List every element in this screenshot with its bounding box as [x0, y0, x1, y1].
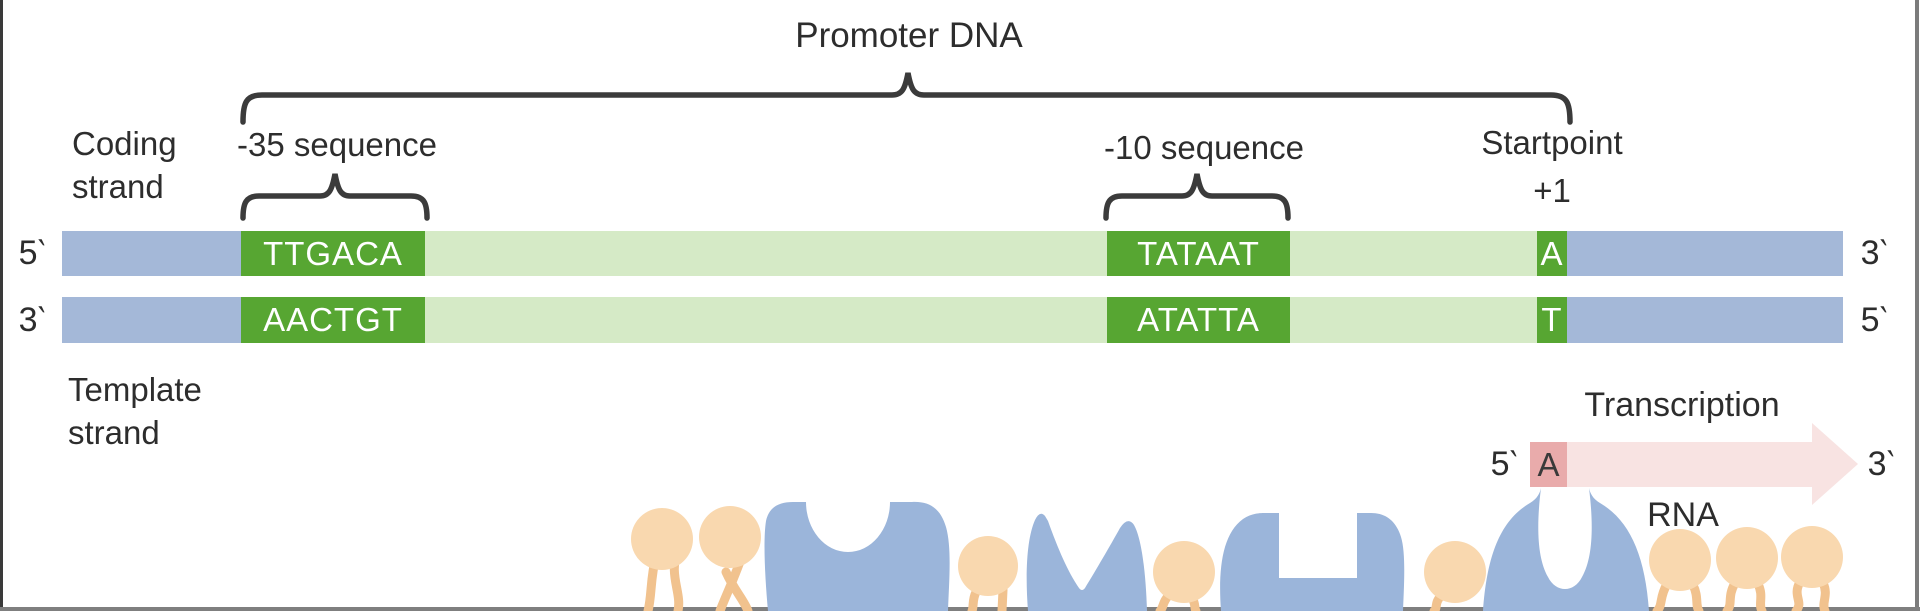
protein-circle — [1781, 526, 1843, 588]
protein-stem — [669, 545, 684, 611]
coding-promoter-segment — [425, 231, 1107, 276]
transcription-arrow-body — [1567, 442, 1812, 487]
protein-circle — [1716, 527, 1778, 589]
coding-promoter-segment2 — [1290, 231, 1537, 276]
minus35-sequence-label: -35 sequence — [237, 126, 437, 163]
minus35-brace — [240, 173, 430, 221]
protein-stem — [715, 545, 749, 611]
template-downstream-segment — [1567, 297, 1843, 343]
coding-strand-bar: TTGACA TATAAT A — [62, 231, 1843, 276]
coding-startpoint-base-box: A — [1537, 231, 1567, 276]
protein-circle — [1424, 541, 1486, 603]
rna-5prime-label: 5‵ — [1490, 445, 1518, 483]
protein-stem — [721, 567, 753, 611]
template-strand-3prime-label: 3‵ — [18, 301, 46, 339]
frame-right-border — [1915, 0, 1919, 611]
template-minus10-box: ATATTA — [1107, 297, 1290, 343]
rna-3prime-label: 3‵ — [1867, 445, 1895, 483]
promoter-dna-label: Promoter DNA — [795, 16, 1023, 55]
template-promoter-segment — [425, 297, 1107, 343]
protein-circle — [1649, 529, 1711, 591]
template-strand-label-line1: Template — [68, 371, 202, 408]
coding-strand-label: Coding strand — [72, 122, 177, 208]
protein-circle — [631, 508, 693, 570]
rna-label: RNA — [1647, 496, 1719, 534]
coding-strand-5prime-label: 5‵ — [18, 234, 46, 272]
protein-stem — [643, 551, 661, 611]
template-promoter-segment2 — [1290, 297, 1537, 343]
polymerase-blob-round-notch — [764, 501, 950, 611]
transcription-label: Transcription — [1584, 386, 1780, 424]
promoter-brace — [240, 72, 1573, 125]
transcription-arrow-head — [1812, 423, 1858, 505]
template-strand-label-line2: strand — [68, 414, 160, 451]
coding-minus35-box: TTGACA — [241, 231, 425, 276]
template-startpoint-base-box: T — [1537, 297, 1567, 343]
coding-strand-label-line2: strand — [72, 168, 164, 205]
template-minus35-box: AACTGT — [241, 297, 425, 343]
coding-downstream-segment — [1567, 231, 1843, 276]
protein-circle — [1153, 541, 1215, 603]
frame-bottom-border — [0, 607, 1920, 611]
startpoint-label: Startpoint — [1481, 124, 1623, 161]
template-strand-label: Template strand — [68, 368, 202, 454]
protein-circle — [699, 506, 761, 568]
template-strand-5prime-label: 5‵ — [1860, 301, 1888, 339]
protein-circle — [958, 536, 1018, 596]
template-upstream-segment — [62, 297, 241, 343]
template-strand-bar: AACTGT ATATTA T — [62, 297, 1843, 343]
rna-start-base-box: A — [1530, 442, 1567, 487]
coding-strand-3prime-label: 3‵ — [1860, 234, 1888, 272]
minus10-brace — [1103, 173, 1291, 221]
frame-left-border — [0, 0, 3, 611]
minus10-sequence-label: -10 sequence — [1104, 129, 1304, 166]
plus-one-label: +1 — [1533, 172, 1571, 209]
coding-strand-label-line1: Coding — [72, 125, 177, 162]
polymerase-blob-square-notch — [1220, 513, 1405, 611]
polymerase-blob-v-horns — [1026, 513, 1147, 611]
coding-minus10-box: TATAAT — [1107, 231, 1290, 276]
coding-upstream-segment — [62, 231, 241, 276]
